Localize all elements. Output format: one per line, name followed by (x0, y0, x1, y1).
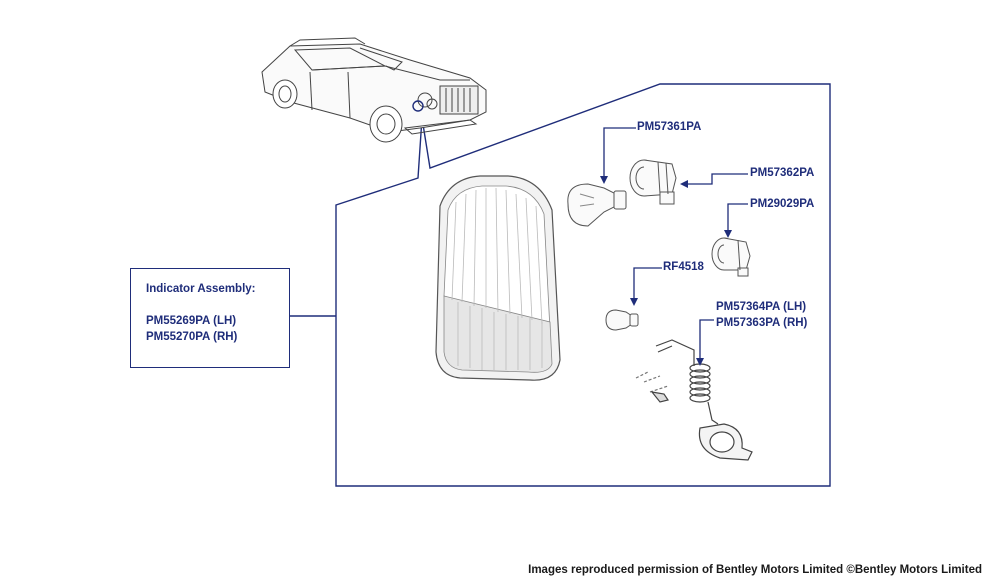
copyright-credit: Images reproduced permission of Bentley … (528, 564, 982, 576)
small-holder-drawing (711, 237, 751, 277)
assembly-part-rh[interactable]: PM55270PA (RH) (146, 331, 238, 343)
callout-bulb-holder-part[interactable]: PM57362PA (750, 167, 815, 179)
spring-clip-drawing (635, 339, 753, 461)
callout-spring-lh-part[interactable]: PM57364PA (LH) (716, 301, 807, 313)
assembly-part-lh[interactable]: PM55269PA (LH) (146, 315, 237, 327)
callout-small-bulb-part[interactable]: RF4518 (663, 261, 704, 273)
assembly-title: Indicator Assembly: (146, 283, 256, 295)
callout-bulb-part[interactable]: PM57361PA (637, 121, 702, 133)
indicator-assembly-box (130, 268, 290, 368)
indicator-lens (435, 175, 561, 381)
small-bulb-drawing (605, 309, 639, 331)
car-illustration (261, 37, 487, 143)
callout-lines (603, 127, 748, 360)
detail-frame (335, 83, 831, 487)
callout-arrowheads (600, 176, 732, 366)
bulb-drawing (567, 183, 627, 227)
callout-small-holder-part[interactable]: PM29029PA (750, 198, 815, 210)
callout-spring-rh-part[interactable]: PM57363PA (RH) (716, 317, 808, 329)
bulb-holder-drawing (629, 159, 677, 205)
